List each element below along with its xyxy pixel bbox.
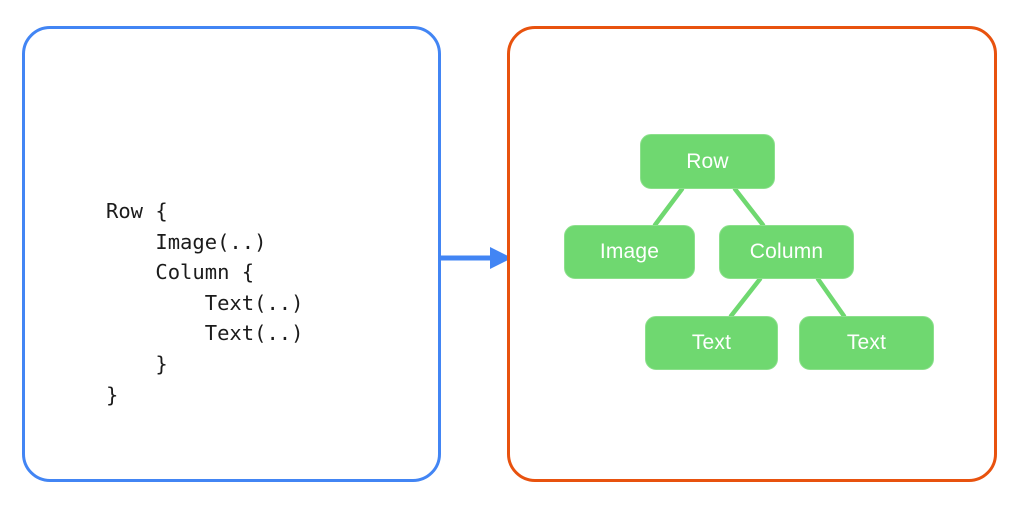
tree-node-text-1[interactable]: Text (645, 316, 778, 370)
edge-row-column (732, 186, 766, 228)
edge-column-text-2 (815, 276, 847, 319)
tree-node-column[interactable]: Column (719, 225, 854, 279)
arrow-head (490, 247, 512, 269)
tree-node-text-2[interactable]: Text (799, 316, 934, 370)
flow-arrow (438, 247, 512, 269)
tree-node-image[interactable]: Image (564, 225, 695, 279)
tree-node-row[interactable]: Row (640, 134, 775, 189)
composable-code-snippet: Row { Image(..) Column { Text(..) Text(.… (106, 199, 304, 407)
edge-column-text-1 (728, 276, 763, 319)
edge-row-image (652, 186, 685, 228)
code-panel: Row { Image(..) Column { Text(..) Text(.… (22, 26, 441, 482)
tree-edges-layer (652, 186, 847, 319)
